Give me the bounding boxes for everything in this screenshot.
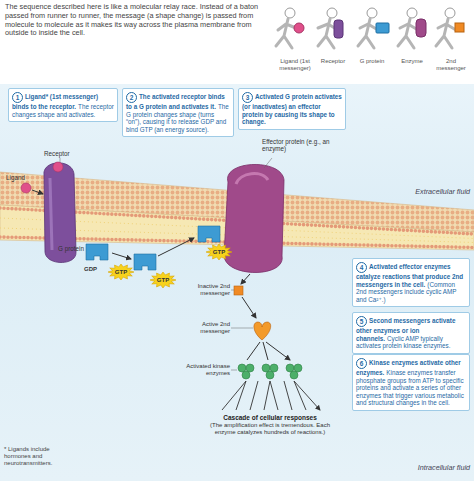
part-label: G protein bbox=[40, 245, 84, 252]
region-label: Intracellular fluid bbox=[372, 464, 470, 473]
footnote: * Ligands include hormones and neurotran… bbox=[4, 446, 78, 468]
part-label: Active 2nd messenger bbox=[172, 321, 230, 335]
region-label: Extracellular fluid bbox=[372, 188, 470, 197]
kinase-enzymes bbox=[238, 364, 302, 379]
activation-arrow bbox=[158, 238, 194, 256]
effector-protein bbox=[224, 164, 284, 272]
runner-label: Receptor bbox=[317, 58, 349, 65]
kinase-part bbox=[266, 371, 274, 379]
messenger-baton bbox=[455, 23, 464, 32]
runner-label: G protein bbox=[355, 58, 389, 65]
runner-figures bbox=[276, 8, 464, 48]
runner-body bbox=[358, 19, 378, 48]
gtp-burst: GTP bbox=[206, 244, 232, 260]
molecule-name: GTP bbox=[108, 264, 134, 280]
runner-head bbox=[367, 8, 377, 18]
kinase-part bbox=[246, 364, 254, 372]
kinase-part bbox=[238, 364, 246, 372]
callout-number: 3 bbox=[242, 92, 253, 103]
runner-label: 2nd messenger bbox=[432, 58, 470, 72]
callout-number: 1 bbox=[12, 92, 23, 103]
binding-arrow bbox=[32, 190, 43, 194]
step-heading: Activated G protein activates (or inacti… bbox=[242, 93, 342, 125]
molecule-name: GTP bbox=[206, 244, 232, 260]
leader-line bbox=[231, 290, 234, 291]
part-label: Receptor bbox=[44, 150, 84, 157]
runner-head bbox=[407, 8, 417, 18]
production-arrow bbox=[241, 274, 250, 284]
step-box: 2The activated receptor binds to a G pro… bbox=[122, 88, 234, 137]
part-label: Inactive 2nd messenger bbox=[172, 283, 230, 297]
runner-head bbox=[285, 8, 295, 18]
leader-line bbox=[231, 328, 253, 329]
runner-label: Enzyme bbox=[396, 58, 428, 65]
gtp-burst: GTP bbox=[108, 264, 134, 280]
burst-shape bbox=[108, 264, 134, 280]
activation-arrow bbox=[247, 342, 290, 360]
step-box: 3Activated G protein activates (or inact… bbox=[238, 88, 346, 130]
gtp-burst: GTP bbox=[150, 272, 176, 288]
runner-head bbox=[327, 8, 337, 18]
receptor-highlight bbox=[50, 178, 52, 250]
inactive-messenger bbox=[234, 286, 243, 295]
burst-shape bbox=[150, 272, 176, 288]
molecule-name: GDP bbox=[84, 266, 106, 273]
callout-number: 2 bbox=[126, 92, 137, 103]
kinase-part bbox=[294, 364, 302, 372]
runner-body bbox=[436, 19, 456, 48]
kinase-part bbox=[290, 371, 298, 379]
step-box: 4Activated effector enzymes catalyze rea… bbox=[352, 258, 470, 307]
runner-body bbox=[398, 19, 418, 48]
ligand-baton bbox=[294, 23, 304, 33]
g-protein-baton bbox=[376, 23, 389, 33]
molecule-name: GTP bbox=[150, 272, 176, 288]
ligand-molecule bbox=[21, 183, 31, 193]
step-box: 6Kinase enzymes activate other enzymes.K… bbox=[352, 354, 470, 411]
effector-highlight bbox=[236, 174, 268, 184]
part-label: Activated kinase enzymes bbox=[172, 363, 230, 377]
bound-ligand bbox=[53, 162, 63, 172]
runner-label: Ligand (1st messenger) bbox=[277, 58, 313, 72]
kinase-part bbox=[262, 364, 270, 372]
intro-text: The sequence described here is like a mo… bbox=[5, 3, 267, 38]
activation-arrow bbox=[112, 253, 131, 259]
g-protein bbox=[198, 226, 220, 242]
kinase-part bbox=[242, 371, 250, 379]
kinase-part bbox=[270, 364, 278, 372]
leader-line bbox=[231, 370, 237, 371]
cascade-arrows bbox=[222, 381, 320, 410]
runner-body bbox=[276, 19, 296, 48]
fluid-background bbox=[0, 84, 474, 481]
step-heading: The activated receptor binds to a G prot… bbox=[126, 93, 225, 110]
callout-number: 4 bbox=[356, 262, 367, 273]
cascade-label: Cascade of cellular responses bbox=[200, 414, 340, 422]
part-label: Effector protein (e.g., an enzyme) bbox=[262, 138, 348, 153]
cascade-note: (The amplification effect is tremendous.… bbox=[205, 422, 335, 436]
g-protein bbox=[134, 254, 156, 270]
runner-head bbox=[445, 8, 455, 18]
receptor-baton bbox=[334, 20, 343, 38]
kinase-part bbox=[286, 364, 294, 372]
step-box: 5Second messengers activate other enzyme… bbox=[352, 312, 470, 354]
callout-number: 6 bbox=[356, 358, 367, 369]
leader-line bbox=[264, 158, 272, 168]
active-messenger bbox=[254, 322, 271, 340]
g-protein bbox=[86, 244, 108, 260]
burst-shape bbox=[206, 244, 232, 260]
part-label: Ligand bbox=[6, 174, 36, 181]
enzyme-baton bbox=[416, 19, 426, 37]
callout-number: 5 bbox=[356, 316, 367, 327]
activation-arrow bbox=[242, 297, 256, 318]
step-box: 1Ligand* (1st messenger) binds to the re… bbox=[8, 88, 118, 122]
leader-line bbox=[60, 158, 61, 162]
